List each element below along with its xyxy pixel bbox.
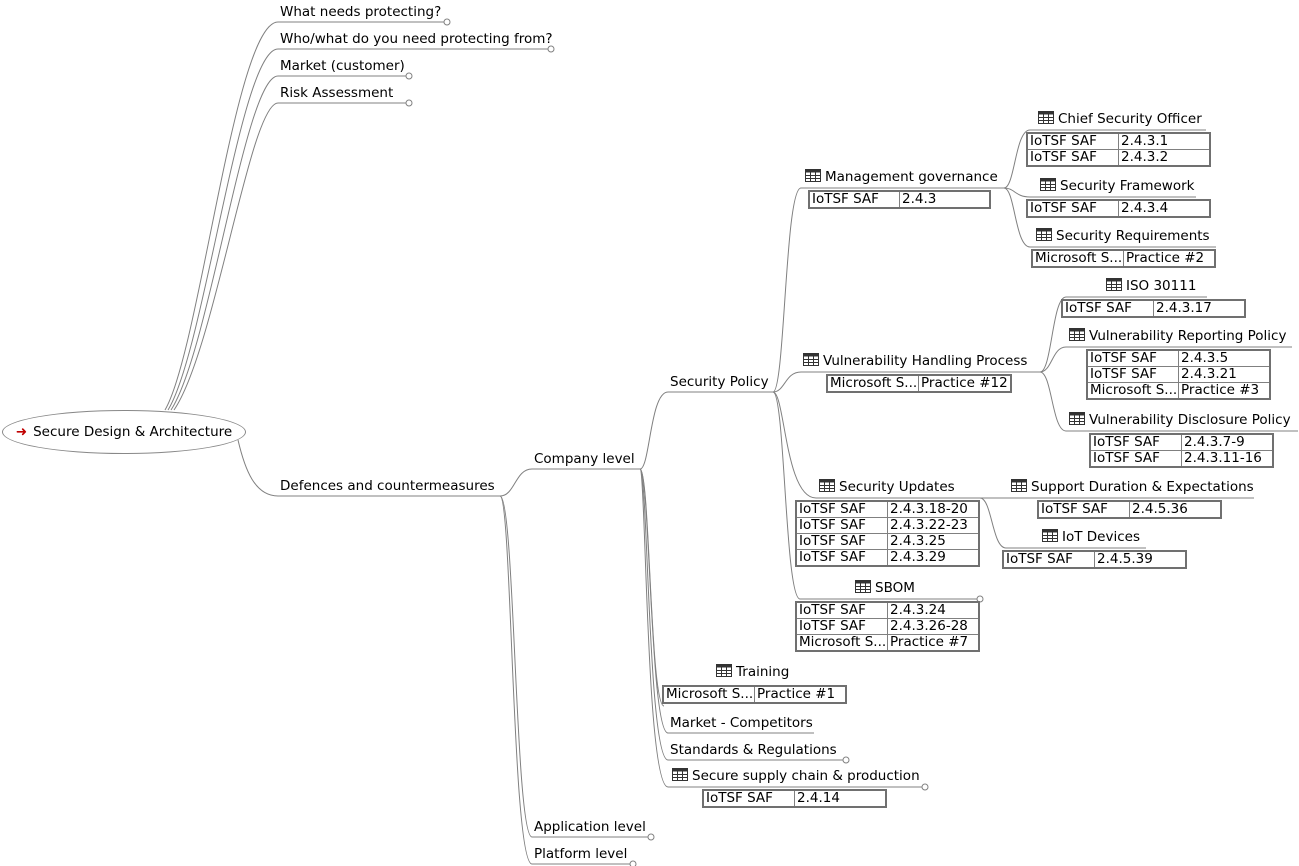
table-icon xyxy=(819,479,835,492)
topic-label: Support Duration & Expectations xyxy=(1031,479,1254,495)
topic-label: Management governance xyxy=(825,169,998,185)
note-table-vulnerability-handling: Microsoft S...Practice #12 xyxy=(826,374,1012,393)
topic-market-competitors[interactable]: Market - Competitors xyxy=(670,715,813,731)
topic-vuln-reporting-policy[interactable]: Vulnerability Reporting Policy xyxy=(1069,328,1286,344)
table-icon xyxy=(1069,328,1085,341)
table-row: Microsoft S...Practice #2 xyxy=(1031,249,1216,268)
table-icon xyxy=(1011,479,1027,492)
topic-label: Training xyxy=(736,664,790,680)
topic-application-level[interactable]: Application level xyxy=(534,819,646,835)
topic-defences[interactable]: Defences and countermeasures xyxy=(280,478,495,494)
table-icon xyxy=(716,664,732,677)
topic-supply-chain[interactable]: Secure supply chain & production xyxy=(672,768,920,784)
table-row: Microsoft S...Practice #1 xyxy=(662,685,847,704)
topic-security-policy[interactable]: Security Policy xyxy=(670,374,769,390)
topic-what-needs-protecting[interactable]: What needs protecting? xyxy=(280,4,442,20)
topic-security-requirements[interactable]: Security Requirements xyxy=(1036,228,1210,244)
table-icon xyxy=(672,768,688,781)
table-row: Microsoft S...Practice #12 xyxy=(826,374,1012,393)
table-icon xyxy=(1042,529,1058,542)
topic-label: Chief Security Officer xyxy=(1058,111,1202,127)
topic-sbom[interactable]: SBOM xyxy=(855,580,915,596)
topic-label: ISO 30111 xyxy=(1126,278,1197,294)
table-icon xyxy=(1106,278,1122,291)
topic-label: Vulnerability Reporting Policy xyxy=(1089,328,1287,344)
topic-risk-assessment[interactable]: Risk Assessment xyxy=(280,85,394,101)
root-label: Secure Design & Architecture xyxy=(33,424,233,440)
table-icon xyxy=(855,580,871,593)
topic-label: Secure supply chain & production xyxy=(692,768,920,784)
topic-label: Vulnerability Disclosure Policy xyxy=(1089,412,1291,428)
table-icon xyxy=(803,353,819,366)
table-row: Microsoft S...Practice #3 xyxy=(1086,382,1271,400)
root-node[interactable]: ➜ Secure Design & Architecture xyxy=(2,410,246,454)
topic-label: IoT Devices xyxy=(1062,529,1140,545)
topic-label: Security Requirements xyxy=(1056,228,1210,244)
topic-support-duration[interactable]: Support Duration & Expectations xyxy=(1011,479,1254,495)
topic-standards-regulations[interactable]: Standards & Regulations xyxy=(670,742,837,758)
topic-label: Security Updates xyxy=(839,479,955,495)
topic-training[interactable]: Training xyxy=(716,664,789,680)
topic-market-customer[interactable]: Market (customer) xyxy=(280,58,405,74)
note-table-training: Microsoft S...Practice #1 xyxy=(662,685,847,704)
topic-security-updates[interactable]: Security Updates xyxy=(819,479,955,495)
topic-vuln-disclosure-policy[interactable]: Vulnerability Disclosure Policy xyxy=(1069,412,1291,428)
topic-iso-30111[interactable]: ISO 30111 xyxy=(1106,278,1196,294)
topic-company-level[interactable]: Company level xyxy=(534,451,635,467)
topic-label: Security Framework xyxy=(1060,178,1195,194)
table-row: Microsoft S...Practice #7 xyxy=(795,634,980,652)
topic-label: Vulnerability Handling Process xyxy=(823,353,1028,369)
topic-who-what[interactable]: Who/what do you need protecting from? xyxy=(280,31,553,47)
table-icon xyxy=(805,169,821,182)
note-table-security-requirements: Microsoft S...Practice #2 xyxy=(1031,249,1216,268)
table-icon xyxy=(1069,412,1085,425)
red-arrow-icon: ➜ xyxy=(15,424,28,440)
table-icon xyxy=(1036,228,1052,241)
table-icon xyxy=(1040,178,1056,191)
topic-management-governance[interactable]: Management governance xyxy=(805,169,998,185)
topic-platform-level[interactable]: Platform level xyxy=(534,846,628,862)
topic-iot-devices[interactable]: IoT Devices xyxy=(1042,529,1140,545)
topic-chief-security-officer[interactable]: Chief Security Officer xyxy=(1038,111,1202,127)
topic-security-framework[interactable]: Security Framework xyxy=(1040,178,1194,194)
table-icon xyxy=(1038,111,1054,124)
topic-vulnerability-handling[interactable]: Vulnerability Handling Process xyxy=(803,353,1027,369)
topic-label: SBOM xyxy=(875,580,915,596)
